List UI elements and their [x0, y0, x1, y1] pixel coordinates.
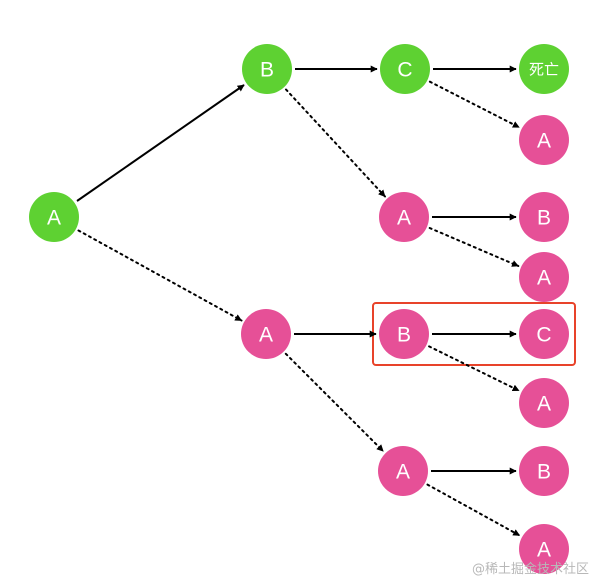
node-label: A [259, 324, 273, 347]
node-circle [519, 446, 569, 496]
node-label: C [397, 59, 412, 82]
node-circle [378, 446, 428, 496]
dotted-edge-n-a2-to-n-a-a2 [284, 352, 385, 453]
edges-layer [76, 65, 521, 537]
node-label: B [260, 59, 274, 82]
node-label: A [47, 207, 61, 230]
node-circle [379, 309, 429, 359]
node-b1: B [242, 44, 292, 94]
node-circle [519, 192, 569, 242]
node-a-b1: A [379, 192, 429, 242]
node-circle [519, 524, 569, 574]
node-circle [379, 192, 429, 242]
dotted-edge-n-b-a2-to-n-a-ba2 [428, 345, 520, 392]
node-label: C [536, 324, 551, 347]
dotted-edge-n-b1-to-n-a-b1 [285, 88, 386, 198]
node-circle [519, 252, 569, 302]
node-a-ba2: A [519, 378, 569, 428]
node-circle [519, 309, 569, 359]
node-label: B [397, 324, 411, 347]
node-label: A [537, 539, 551, 562]
node-label: A [537, 393, 551, 416]
node-circle [29, 192, 79, 242]
nodes-layer: A B C 死亡 A A B A A B C A A B A [29, 44, 569, 574]
solid-edge-n-a-root-to-n-b1 [76, 84, 245, 202]
dotted-edge-n-c1-to-n-a-c1 [428, 80, 521, 129]
node-circle [519, 378, 569, 428]
node-circle [242, 44, 292, 94]
node-a-c1: A [519, 115, 569, 165]
node-b-ab1: B [519, 192, 569, 242]
node-label: 死亡 [529, 62, 559, 79]
dotted-edge-n-a-root-to-n-a2 [77, 229, 243, 322]
dotted-edge-n-a-b1-to-n-a-ab1 [428, 227, 520, 267]
node-label: A [537, 130, 551, 153]
node-c1: C [380, 44, 430, 94]
node-label: B [537, 461, 551, 484]
node-label: A [537, 267, 551, 290]
node-circle [241, 309, 291, 359]
node-a-a2: A [378, 446, 428, 496]
node-label: A [397, 207, 411, 230]
node-a-root: A [29, 192, 79, 242]
node-a-aa2: A [519, 524, 569, 574]
node-label: A [396, 461, 410, 484]
node-circle [519, 115, 569, 165]
node-label: B [537, 207, 551, 230]
node-b-aa2: B [519, 446, 569, 496]
node-b-a2: B [379, 309, 429, 359]
node-circle [380, 44, 430, 94]
node-a-ab1: A [519, 252, 569, 302]
node-a2: A [241, 309, 291, 359]
watermark: @稀土掘金技术社区 [471, 562, 589, 577]
dotted-edge-n-a-a2-to-n-a-aa2 [426, 483, 521, 537]
node-c-ba2: C [519, 309, 569, 359]
node-circle [519, 44, 569, 94]
node-death: 死亡 [519, 44, 569, 94]
